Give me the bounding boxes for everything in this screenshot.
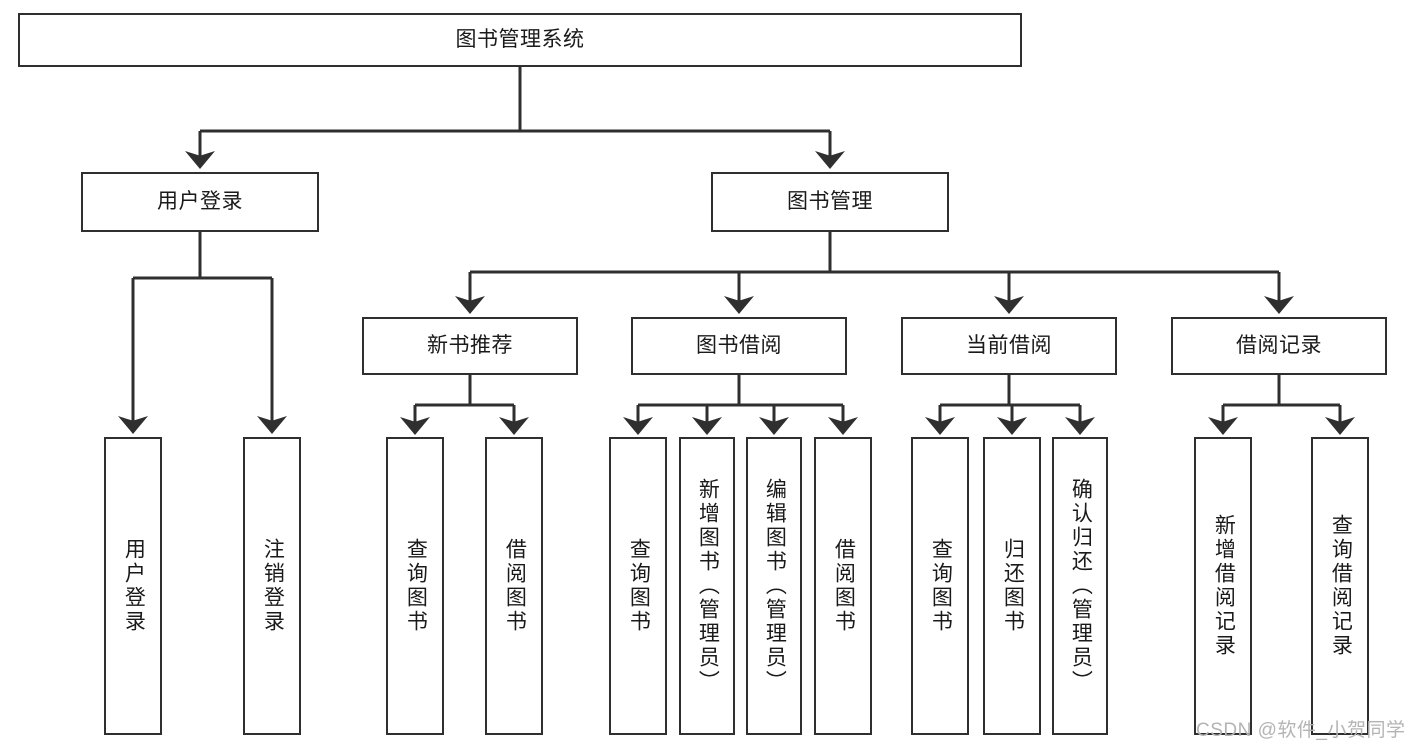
node-leaf-add-borrow-record[interactable]: 新增借阅记录 [1194, 437, 1252, 735]
node-leaf-edit-book-admin-label: 编辑图书（管理员） [763, 478, 787, 694]
node-borrow-record[interactable]: 借阅记录 [1171, 317, 1387, 375]
node-leaf-user-logout[interactable]: 注销登录 [243, 437, 301, 735]
node-root-system[interactable]: 图书管理系统 [18, 13, 1022, 67]
edges-user-login [118, 232, 287, 434]
node-leaf-return-book-label: 归还图书 [1001, 538, 1025, 634]
node-leaf-edit-book-admin[interactable]: 编辑图书（管理员） [746, 437, 802, 735]
edges-borrow-record [1208, 375, 1355, 435]
node-leaf-query-book-3-label: 查询图书 [929, 538, 953, 634]
node-book-borrow-label: 图书借阅 [696, 333, 782, 357]
edges-new-book-recommend [400, 375, 529, 435]
node-user-login[interactable]: 用户登录 [81, 172, 319, 232]
node-leaf-user-login-label: 用户登录 [122, 538, 146, 634]
node-leaf-add-book-admin-label: 新增图书（管理员） [696, 478, 720, 694]
node-leaf-query-book-1[interactable]: 查询图书 [386, 437, 444, 735]
node-current-borrow[interactable]: 当前借阅 [901, 317, 1117, 375]
node-leaf-user-logout-label: 注销登录 [261, 538, 285, 634]
node-leaf-query-book-3[interactable]: 查询图书 [911, 437, 969, 735]
node-leaf-confirm-return-admin-label: 确认归还（管理员） [1069, 478, 1093, 694]
node-book-manage-label: 图书管理 [787, 189, 873, 213]
csdn-watermark: CSDN @软件_小贺同学 [1196, 720, 1405, 741]
node-new-book-recommend[interactable]: 新书推荐 [362, 317, 578, 375]
node-leaf-query-book-1-label: 查询图书 [404, 538, 428, 634]
node-book-borrow[interactable]: 图书借阅 [631, 317, 847, 375]
node-leaf-query-book-2[interactable]: 查询图书 [609, 437, 667, 735]
edges-root [185, 67, 845, 169]
node-book-manage[interactable]: 图书管理 [711, 172, 949, 232]
node-leaf-borrow-book-1-label: 借阅图书 [503, 538, 527, 634]
node-leaf-query-book-2-label: 查询图书 [627, 538, 651, 634]
node-leaf-return-book[interactable]: 归还图书 [983, 437, 1041, 735]
node-leaf-user-login[interactable]: 用户登录 [104, 437, 162, 735]
edges-book-borrow [623, 375, 858, 435]
node-leaf-add-borrow-record-label: 新增借阅记录 [1212, 514, 1236, 658]
node-leaf-query-borrow-record[interactable]: 查询借阅记录 [1311, 437, 1369, 735]
node-user-login-label: 用户登录 [157, 189, 243, 213]
node-leaf-borrow-book-2-label: 借阅图书 [832, 538, 856, 634]
node-new-book-recommend-label: 新书推荐 [427, 333, 513, 357]
node-leaf-confirm-return-admin[interactable]: 确认归还（管理员） [1052, 437, 1108, 735]
node-leaf-add-book-admin[interactable]: 新增图书（管理员） [679, 437, 735, 735]
edges-book-manage [455, 232, 1294, 314]
edges-current-borrow [925, 375, 1095, 435]
node-leaf-borrow-book-2[interactable]: 借阅图书 [814, 437, 872, 735]
node-leaf-borrow-book-1[interactable]: 借阅图书 [485, 437, 543, 735]
node-leaf-query-borrow-record-label: 查询借阅记录 [1329, 514, 1353, 658]
node-root-system-label: 图书管理系统 [455, 27, 585, 51]
node-borrow-record-label: 借阅记录 [1236, 333, 1322, 357]
node-current-borrow-label: 当前借阅 [966, 333, 1052, 357]
